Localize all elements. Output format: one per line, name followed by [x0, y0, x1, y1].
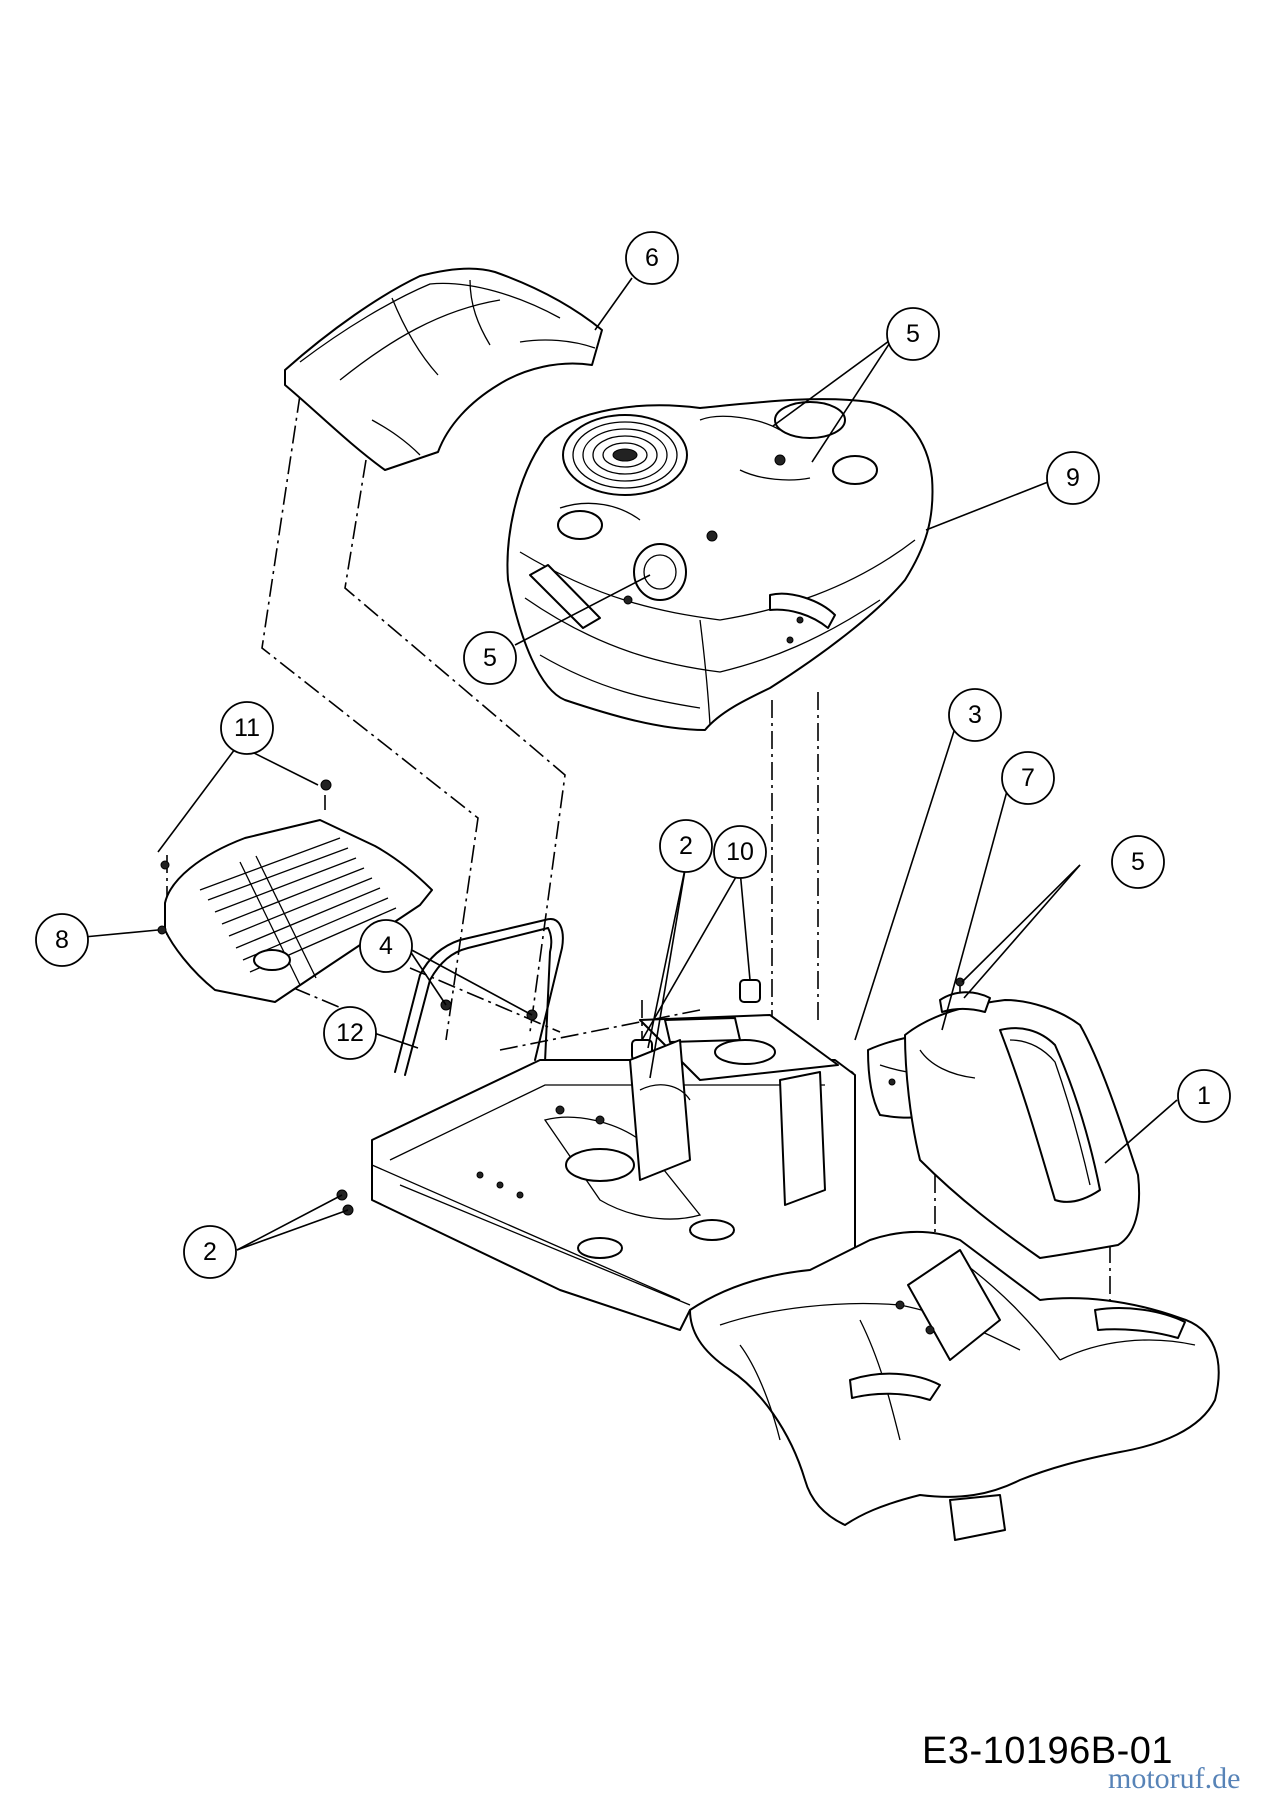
callout-2-top: 2	[659, 819, 713, 873]
svg-text:2: 2	[679, 832, 693, 860]
callout-5-console: 5	[1111, 835, 1165, 889]
callout-1: 1	[1177, 1069, 1231, 1123]
svg-text:5: 5	[1131, 848, 1145, 876]
svg-text:6: 6	[645, 244, 659, 272]
callout-2-bottom: 2	[183, 1225, 237, 1279]
svg-text:7: 7	[1021, 764, 1035, 792]
svg-text:4: 4	[379, 932, 393, 960]
diagram-code: E3-10196B-01	[922, 1730, 1174, 1772]
svg-text:11: 11	[234, 714, 260, 742]
callout-5-hood: 5	[463, 631, 517, 685]
part-6-rear-cover	[284, 267, 603, 471]
callout-6: 6	[625, 231, 679, 285]
part-9-hood	[506, 398, 934, 731]
callout-3: 3	[948, 688, 1002, 742]
svg-text:1: 1	[1197, 1082, 1211, 1110]
svg-text:12: 12	[336, 1019, 364, 1047]
svg-text:10: 10	[726, 838, 754, 866]
callout-11: 11	[220, 701, 274, 755]
base-footrest	[689, 1230, 1220, 1541]
svg-text:3: 3	[968, 701, 982, 729]
watermark: motoruf.de	[1108, 1762, 1241, 1795]
part-8-floor-plate	[157, 819, 433, 1003]
svg-text:5: 5	[483, 644, 497, 672]
callout-7: 7	[1001, 751, 1055, 805]
callout-5-top: 5	[886, 307, 940, 361]
part-1-console-cover	[904, 991, 1141, 1259]
svg-text:8: 8	[55, 926, 69, 954]
callout-10: 10	[713, 825, 767, 879]
svg-text:5: 5	[906, 320, 920, 348]
callout-9: 9	[1046, 451, 1100, 505]
chassis-frame	[371, 1014, 856, 1331]
leader-lines	[83, 277, 1178, 1251]
callout-4: 4	[359, 919, 413, 973]
callout-8: 8	[35, 913, 89, 967]
callout-12: 12	[323, 1006, 377, 1060]
svg-text:2: 2	[203, 1238, 217, 1266]
svg-text:9: 9	[1066, 464, 1080, 492]
